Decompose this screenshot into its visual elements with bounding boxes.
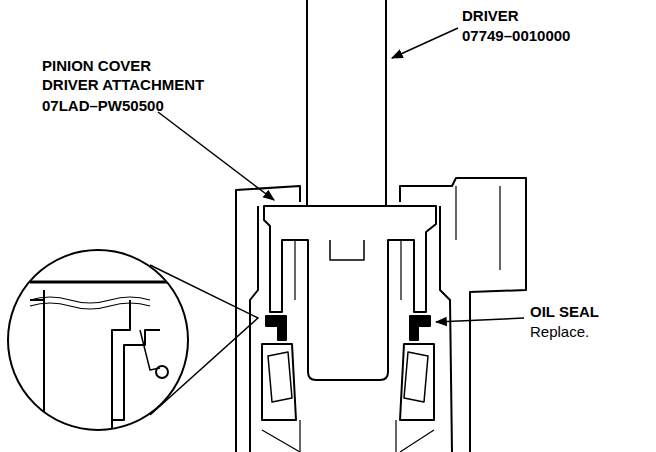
part-name: DRIVER — [462, 6, 519, 25]
tool-number: 07749–0010000 — [462, 26, 570, 45]
instruction-note: Replace. — [530, 322, 589, 341]
tool-number: 07LAD–PW50500 — [42, 96, 164, 115]
part-name: OIL SEAL — [530, 302, 599, 321]
part-name: PINION COVER DRIVER ATTACHMENT — [42, 56, 210, 94]
